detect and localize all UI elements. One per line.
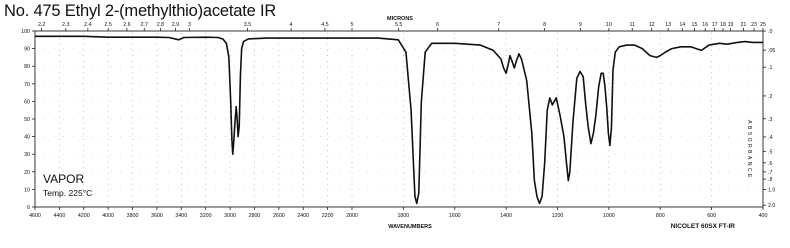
micron-tick-label: 3.5	[244, 22, 251, 28]
micron-tick-label: 2.3	[62, 22, 69, 28]
micron-tick-label: 2.4	[84, 22, 91, 28]
micron-tick-label: 25	[760, 22, 766, 28]
absorbance-tick-label: .4	[768, 135, 772, 141]
micron-tick-label: 2.8	[157, 22, 164, 28]
micron-tick-label: 11	[629, 22, 635, 28]
micron-tick-label: 21	[740, 22, 746, 28]
micron-tick-label: 4	[290, 22, 293, 28]
x-tick-label: 4600	[29, 213, 41, 219]
absorbance-tick-label: .0	[768, 29, 772, 35]
micron-tick-label: 2.9	[172, 22, 179, 28]
micron-tick-label: 5.5	[395, 22, 402, 28]
x-tick-label: 1600	[449, 213, 461, 219]
micron-tick-label: 2.6	[123, 22, 130, 28]
sample-state-label: VAPOR	[43, 172, 84, 186]
absorbance-tick-label: .1	[768, 65, 772, 71]
micron-tick-label: 2.7	[141, 22, 148, 28]
absorbance-tick-label: .5	[768, 149, 772, 155]
x-tick-label: 3000	[224, 213, 236, 219]
micron-tick-label: 16	[702, 22, 708, 28]
micron-tick-label: 3	[188, 22, 191, 28]
chart-grid	[35, 33, 763, 207]
x-tick-label: 1400	[500, 213, 512, 219]
x-tick-label: 3600	[151, 213, 163, 219]
micron-tick-label: 6	[436, 22, 439, 28]
x-tick-label: 2600	[273, 213, 285, 219]
micron-tick-label: 8	[543, 22, 546, 28]
y-tick-label: 90	[24, 47, 30, 53]
absorbance-axis-label: ABSORBANCE	[746, 120, 752, 180]
absorbance-tick-label: .6	[768, 161, 772, 167]
micron-tick-label: 23	[751, 22, 757, 28]
x-tick-label: 800	[656, 213, 665, 219]
y-tick-label: 80	[24, 64, 30, 70]
absorbance-tick-label: .7	[768, 170, 772, 176]
temperature-label: Temp. 225°C	[43, 188, 92, 198]
chart-labels: MICRONS WAVENUMBERS VAPOR Temp. 225°C NI…	[43, 16, 752, 230]
micron-tick-label: 9	[579, 22, 582, 28]
micron-tick-label: 5	[351, 22, 354, 28]
absorbance-tick-label: .8	[768, 177, 772, 183]
absorbance-tick-label: .2	[768, 94, 772, 100]
y-tick-label: 50	[24, 117, 30, 123]
x-tick-label: 1000	[603, 213, 615, 219]
x-tick-label: 2400	[297, 213, 309, 219]
y-tick-label: 0	[27, 205, 30, 211]
y-tick-label: 100	[21, 29, 30, 35]
x-tick-label: 600	[707, 213, 716, 219]
micron-tick-label: 12	[649, 22, 655, 28]
bottom-axis-label: WAVENUMBERS	[388, 224, 432, 230]
x-tick-label: 4400	[53, 213, 65, 219]
spectrum-trace-group	[35, 35, 763, 205]
instrument-label: NICOLET 60SX FT-IR	[671, 223, 736, 230]
absorbance-tick-label: .3	[768, 117, 772, 123]
page-title: No. 475 Ethyl 2-(methylthio)acetate IR	[4, 2, 277, 20]
y-tick-label: 40	[24, 135, 30, 141]
micron-tick-label: 7	[497, 22, 500, 28]
micron-tick-label: 19	[728, 22, 734, 28]
x-tick-label: 3400	[175, 213, 187, 219]
micron-tick-label: 10	[606, 22, 612, 28]
x-tick-label: 4000	[102, 213, 114, 219]
y-tick-label: 60	[24, 99, 30, 105]
x-tick-label: 3200	[200, 213, 212, 219]
y-tick-label: 10	[24, 187, 30, 193]
micron-tick-label: 2.2	[38, 22, 45, 28]
x-tick-label: 4200	[78, 213, 90, 219]
y-tick-label: 70	[24, 82, 30, 88]
micron-tick-label: 14	[679, 22, 685, 28]
x-tick-label: 1200	[552, 213, 564, 219]
micron-tick-label: 15	[692, 22, 698, 28]
micron-tick-label: 17	[712, 22, 718, 28]
top-axis-label: MICRONS	[387, 16, 413, 22]
micron-tick-label: 2.5	[104, 22, 111, 28]
y-tick-label: 30	[24, 152, 30, 158]
y-tick-label: 20	[24, 170, 30, 176]
absorbance-tick-label: 2.0	[768, 203, 775, 209]
micron-tick-label: 13	[665, 22, 671, 28]
x-tick-label: 400	[759, 213, 768, 219]
x-tick-label: 1800	[397, 213, 409, 219]
x-tick-label: 2000	[346, 213, 358, 219]
x-tick-label: 2800	[249, 213, 261, 219]
x-tick-label: 3800	[127, 213, 139, 219]
micron-tick-label: 18	[720, 22, 726, 28]
x-tick-label: 2200	[322, 213, 334, 219]
absorbance-tick-label: 1.0	[768, 187, 775, 193]
micron-tick-label: 4.5	[321, 22, 328, 28]
absorbance-tick-label: .05	[768, 48, 775, 54]
spectrum-trace	[35, 35, 763, 205]
